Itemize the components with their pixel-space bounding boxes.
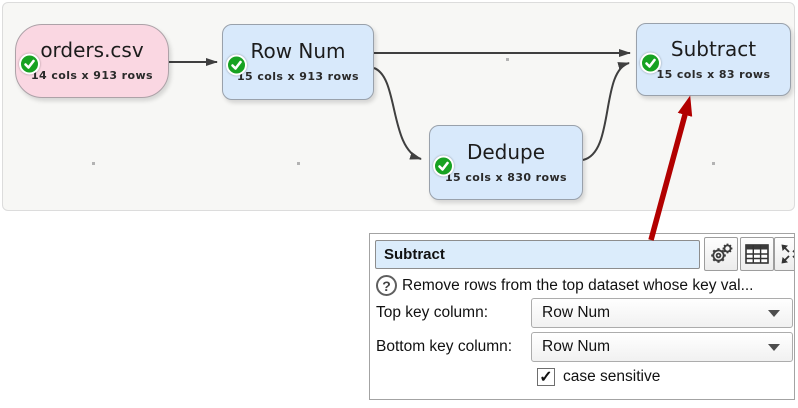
success-check-icon (226, 54, 247, 76)
node-title: Dedupe (466, 139, 546, 164)
table-view-button[interactable] (740, 237, 774, 271)
case-sensitive-label: case sensitive (563, 368, 661, 385)
case-sensitive-checkbox[interactable]: ✓ (537, 368, 555, 386)
node-title: Subtract (670, 36, 757, 61)
help-icon[interactable]: ? (376, 275, 397, 296)
grid-dot (297, 162, 300, 165)
bottom-key-column-label: Bottom key column: (376, 338, 513, 355)
node-subtract[interactable]: Subtract 15 cols x 83 rows (636, 23, 791, 96)
properties-panel: ? Remove rows from the top dataset whose… (369, 233, 795, 400)
node-title: Row Num (250, 39, 346, 63)
expand-arrows-icon (781, 244, 794, 264)
node-title: orders.csv (40, 38, 144, 62)
success-check-icon (640, 52, 661, 73)
node-stats: 15 cols x 830 rows (445, 170, 567, 184)
flow-canvas[interactable]: orders.csv 14 cols x 913 rows Row Num 15… (2, 2, 795, 211)
maximize-button[interactable] (774, 237, 794, 271)
grid-dot (92, 162, 95, 165)
selected-value: Row Num (542, 338, 611, 355)
gear-icon (711, 243, 733, 263)
success-check-icon (19, 53, 40, 75)
flow-edges (169, 49, 631, 161)
selected-value: Row Num (542, 304, 611, 321)
node-stats: 15 cols x 83 rows (656, 67, 771, 81)
node-stats: 15 cols x 913 rows (237, 70, 359, 83)
grid-dot (712, 162, 715, 165)
bottom-key-column-select[interactable]: Row Num (531, 332, 793, 362)
node-dedupe[interactable]: Dedupe 15 cols x 830 rows (429, 125, 583, 200)
table-icon (745, 244, 769, 264)
node-row-num[interactable]: Row Num 15 cols x 913 rows (222, 24, 374, 100)
top-key-column-label: Top key column: (376, 304, 488, 321)
settings-gear-button[interactable] (704, 237, 738, 271)
node-stats: 14 cols x 913 rows (31, 69, 153, 82)
top-key-column-select[interactable]: Row Num (531, 298, 793, 328)
chevron-down-icon (768, 309, 780, 317)
chevron-down-icon (768, 343, 780, 351)
grid-dot (506, 58, 509, 61)
success-check-icon (433, 155, 454, 176)
transform-name-input[interactable] (375, 240, 700, 269)
transform-description: Remove rows from the top dataset whose k… (402, 277, 754, 294)
node-orders-csv[interactable]: orders.csv 14 cols x 913 rows (15, 24, 169, 98)
